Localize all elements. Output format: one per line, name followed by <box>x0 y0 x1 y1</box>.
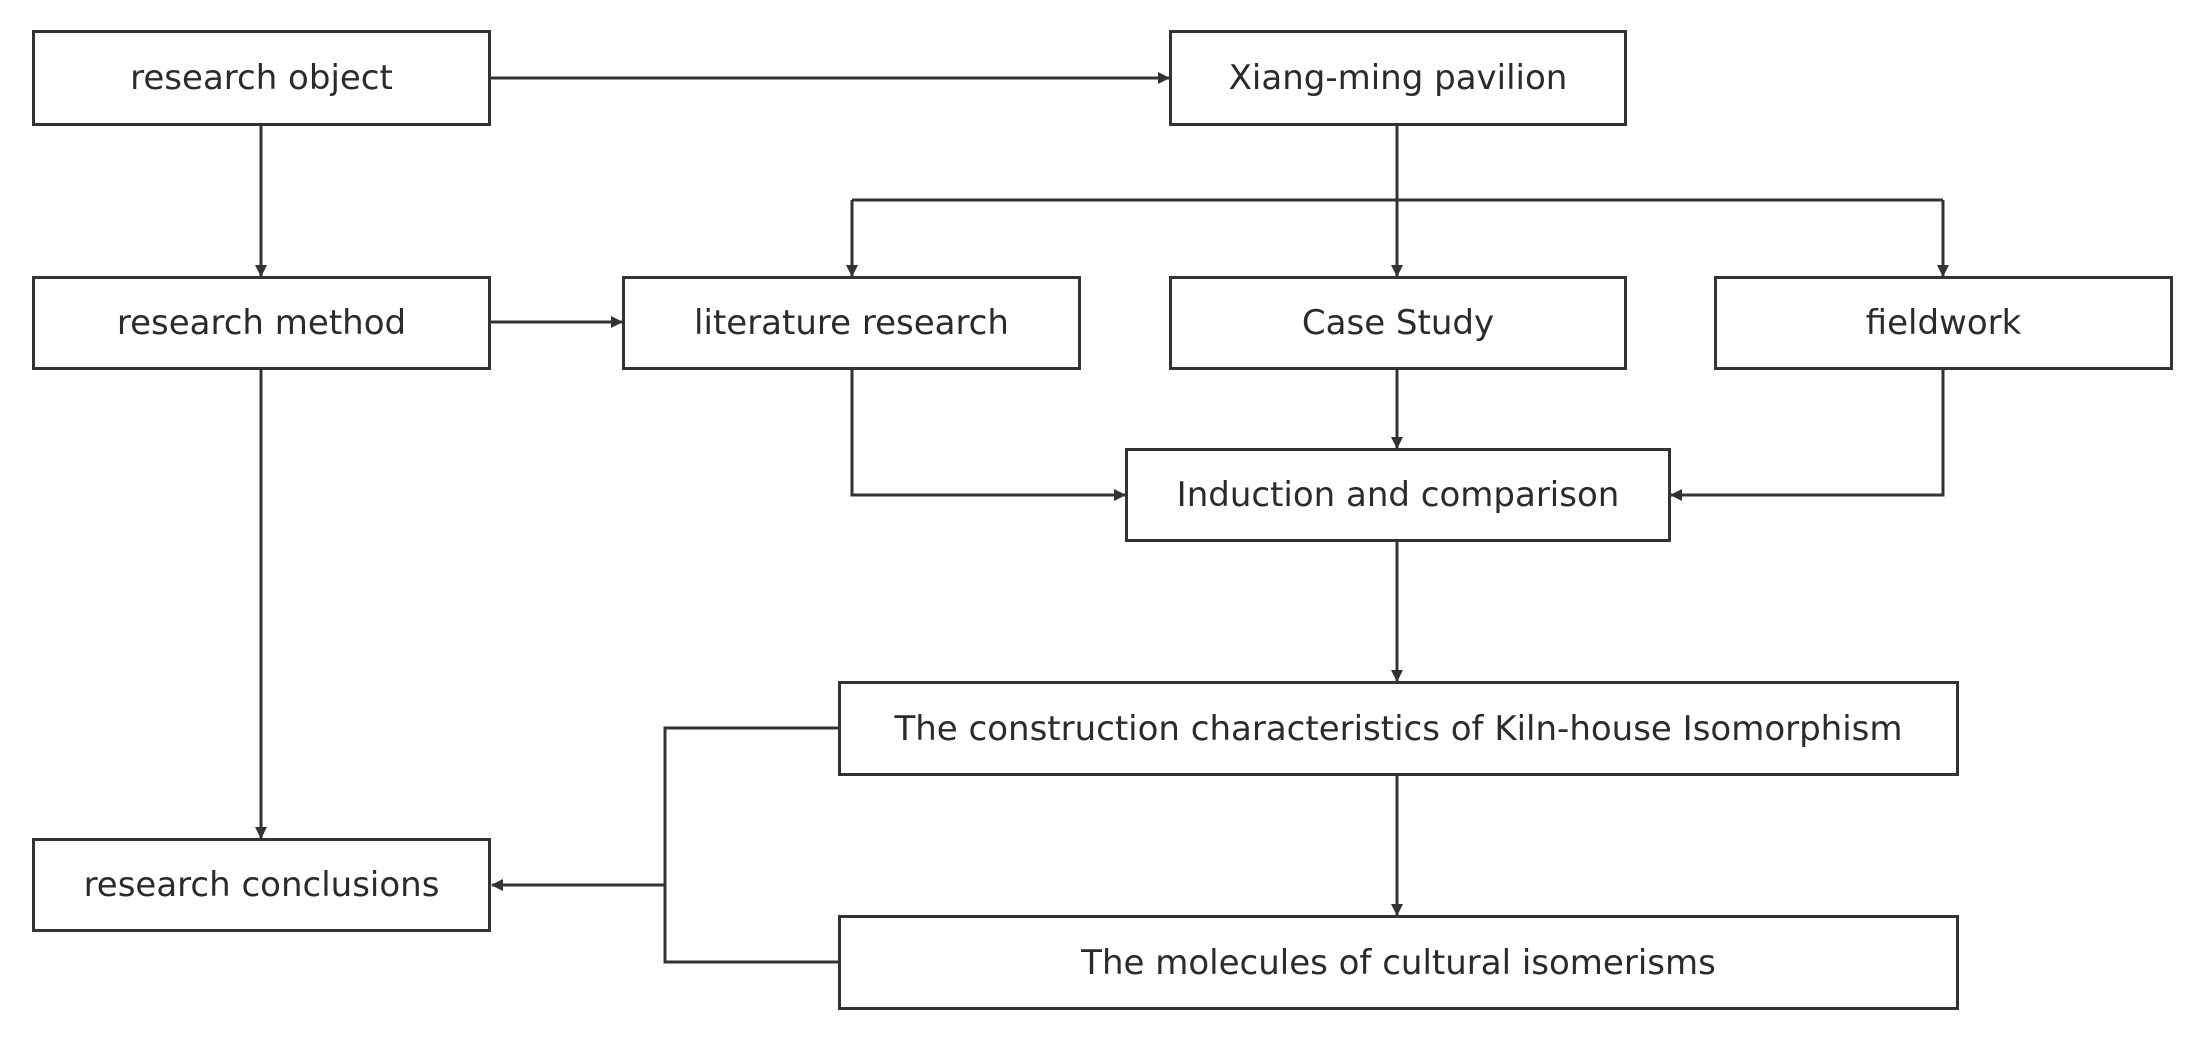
node-label: Induction and comparison <box>1176 475 1620 515</box>
node-xiang-ming-pavilion: Xiang-ming pavilion <box>1169 30 1627 126</box>
node-label: Xiang-ming pavilion <box>1228 58 1568 98</box>
node-label: Case Study <box>1301 303 1495 343</box>
node-research-object: research object <box>32 30 491 126</box>
edge-construction-bracket <box>663 726 838 964</box>
node-literature-research: literature research <box>622 276 1081 370</box>
node-fieldwork: fieldwork <box>1714 276 2173 370</box>
edge-literature-to-induction <box>850 370 1126 501</box>
node-case-study: Case Study <box>1169 276 1627 370</box>
node-label: The construction characteristics of Kiln… <box>894 708 1903 749</box>
edge-fieldwork-to-induction <box>1670 370 1945 501</box>
node-induction-comparison: Induction and comparison <box>1125 448 1671 542</box>
node-label: research conclusions <box>83 865 440 905</box>
node-research-method: research method <box>32 276 491 370</box>
node-molecules-cultural-isomerisms: The molecules of cultural isomerisms <box>838 915 1959 1010</box>
node-research-conclusions: research conclusions <box>32 838 491 932</box>
node-label: research object <box>130 58 393 98</box>
node-label: fieldwork <box>1865 303 2022 343</box>
node-label: The molecules of cultural isomerisms <box>1081 942 1716 983</box>
node-construction-characteristics: The construction characteristics of Kiln… <box>838 681 1959 776</box>
node-label: literature research <box>694 303 1009 343</box>
node-label: research method <box>116 303 407 343</box>
